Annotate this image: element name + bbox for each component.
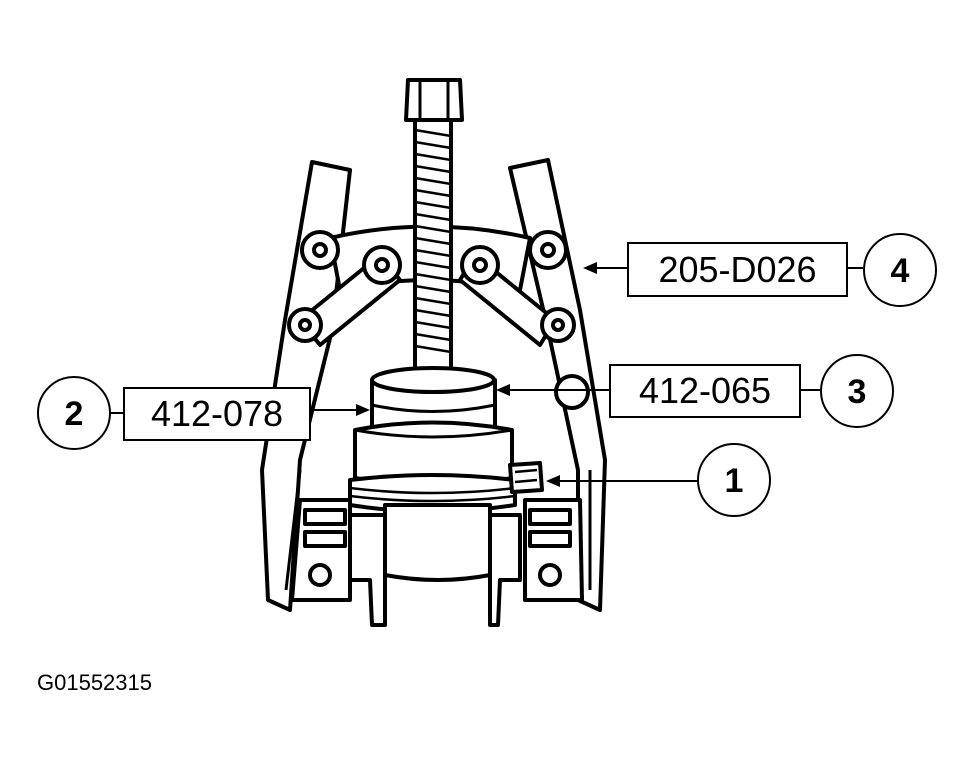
callout-number-4: 4 xyxy=(891,252,910,290)
callout-1: 1 xyxy=(546,443,771,517)
connector-item-1 xyxy=(508,461,544,494)
callout-4: 205-D026 4 xyxy=(583,233,937,307)
hex-head xyxy=(404,78,464,122)
part-number-4: 205-D026 xyxy=(658,249,816,290)
part-number-box-3 xyxy=(609,364,801,418)
callout-number-2: 2 xyxy=(65,395,84,433)
part-number-box-4 xyxy=(627,242,848,297)
callout-number-3: 3 xyxy=(848,373,867,411)
callout-2: 2 412-078 xyxy=(37,376,370,450)
part-number-3: 412-065 xyxy=(639,370,771,411)
callout-circle-3 xyxy=(820,354,894,428)
callout-circle-1 xyxy=(697,443,771,517)
puller-illustration xyxy=(260,78,607,627)
callout-circle-4 xyxy=(863,233,937,307)
callout-3: 412-065 3 xyxy=(496,354,894,428)
callout-number-1: 1 xyxy=(725,462,744,500)
figure-id: G01552315 xyxy=(37,670,152,695)
part-number-2: 412-078 xyxy=(151,393,283,434)
left-jaw xyxy=(260,160,352,612)
right-jaw xyxy=(508,158,607,612)
part-number-box-2 xyxy=(123,387,311,441)
